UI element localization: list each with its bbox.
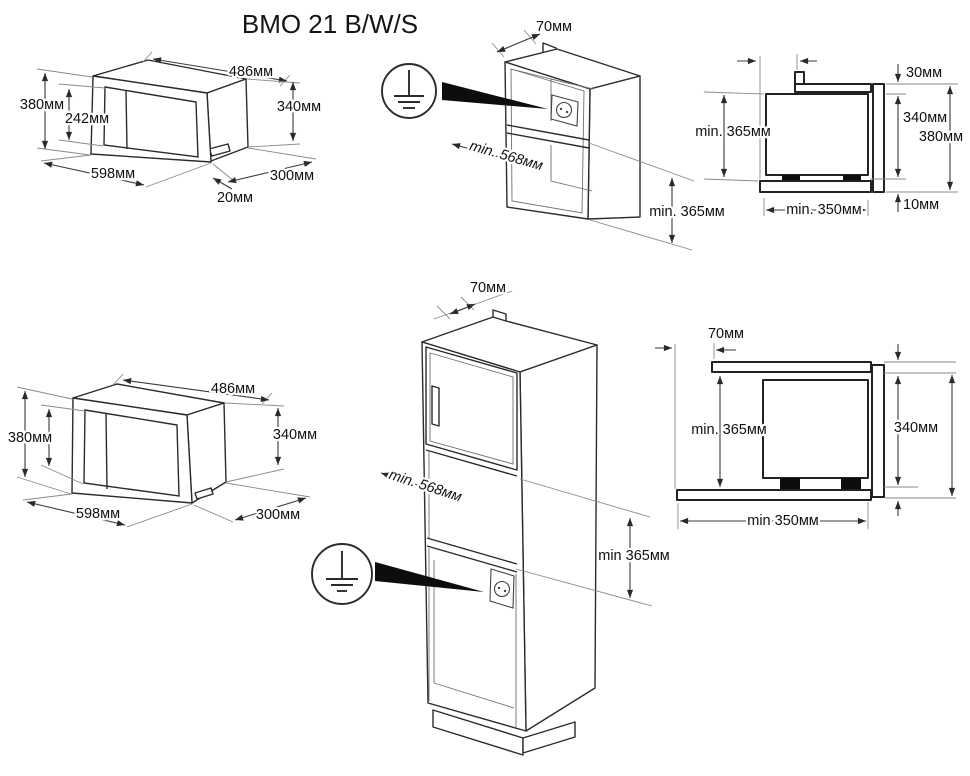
pointer-wedge — [442, 82, 548, 109]
oven-drawing — [90, 59, 249, 163]
dim-top-clearance-label: 30мм — [906, 65, 942, 81]
pointer-wedge — [375, 562, 484, 592]
dim-door-inner-height-label: 242мм — [65, 111, 109, 127]
oven-foot — [843, 175, 861, 181]
dim-body-height-label: 340мм — [903, 110, 947, 126]
dim-body-depth-label: 300мм — [270, 168, 314, 184]
dim-shelf-depth-label: min 350мм — [747, 513, 819, 529]
section-drawing — [759, 71, 885, 193]
oven-foot — [780, 478, 800, 490]
dim-front-height-label: 380мм — [919, 129, 963, 145]
section-bottom-dimensions — [655, 343, 956, 529]
diagram-cabinet-bottom: 70мм min. 568мм min 365мм — [311, 278, 672, 756]
oven-door-window — [103, 86, 199, 158]
oven-door-window — [83, 409, 180, 497]
cabinet-plinth — [432, 709, 524, 756]
diagram-cabinet-top: 70мм min. 568мм min. 365мм — [381, 17, 727, 251]
section-drawing — [676, 361, 885, 501]
dim-overall-width-label: 598мм — [76, 506, 120, 522]
door-handle — [431, 385, 440, 427]
dim-frame-gap-label: 20мм — [217, 190, 253, 206]
dim-body-height-label: 340мм — [277, 99, 321, 115]
cabinet-drawing — [504, 42, 641, 220]
dim-shelf-depth-label: min. 350мм — [786, 202, 862, 218]
dim-rear-gap-label: 70мм — [470, 280, 506, 296]
cabinet-top-dimensions — [451, 29, 695, 251]
oven-drawing — [71, 383, 227, 504]
oven-foot — [782, 175, 800, 181]
dim-overall-height-label: 380мм — [20, 97, 64, 113]
cabinet-bottom-dimensions — [380, 290, 653, 607]
diagram-section-top: 30мм 340мм 380мм min. 365мм min. 350мм 1… — [693, 54, 965, 220]
dim-overall-height-label: 380мм — [8, 430, 52, 446]
page-title: BMO 21 B/W/S — [242, 9, 418, 39]
oven-top-dimensions — [36, 51, 317, 190]
dim-body-width-label: 486мм — [211, 381, 255, 397]
dim-body-height-label: 340мм — [273, 427, 317, 443]
dim-niche-height-label: min. 365мм — [649, 204, 725, 220]
dim-body-depth-label: 300мм — [256, 507, 300, 523]
cabinet-drawing — [421, 309, 598, 756]
dim-bottom-clearance-label: 10мм — [903, 197, 939, 213]
diagram-oven-front-top: 380мм 242мм 486мм 340мм 598мм 300мм 20мм — [18, 51, 323, 208]
oven-bottom-dimensions — [16, 373, 311, 528]
dim-body-height-label: 340мм — [894, 420, 938, 436]
section-top-dimensions — [703, 54, 958, 216]
dim-niche-height-label: min. 365мм — [691, 422, 767, 438]
diagram-section-bottom: 70мм min. 365мм 340мм min 350мм — [655, 324, 956, 531]
diagram-oven-front-bottom: 380мм 486мм 340мм 598мм 300мм — [6, 373, 319, 528]
grounding-symbol-icon — [311, 543, 484, 605]
dim-rear-gap-label: 70мм — [708, 326, 744, 342]
cabinet-door — [425, 346, 518, 471]
oven-foot — [841, 478, 861, 490]
dim-overall-width-label: 598мм — [91, 166, 135, 182]
dim-body-width-label: 486мм — [229, 64, 273, 80]
dim-rear-gap-label: 70мм — [536, 19, 572, 35]
grounding-symbol-icon — [381, 63, 548, 119]
dim-niche-height-label: min 365мм — [598, 548, 670, 564]
dim-niche-height-label: min. 365мм — [695, 124, 771, 140]
